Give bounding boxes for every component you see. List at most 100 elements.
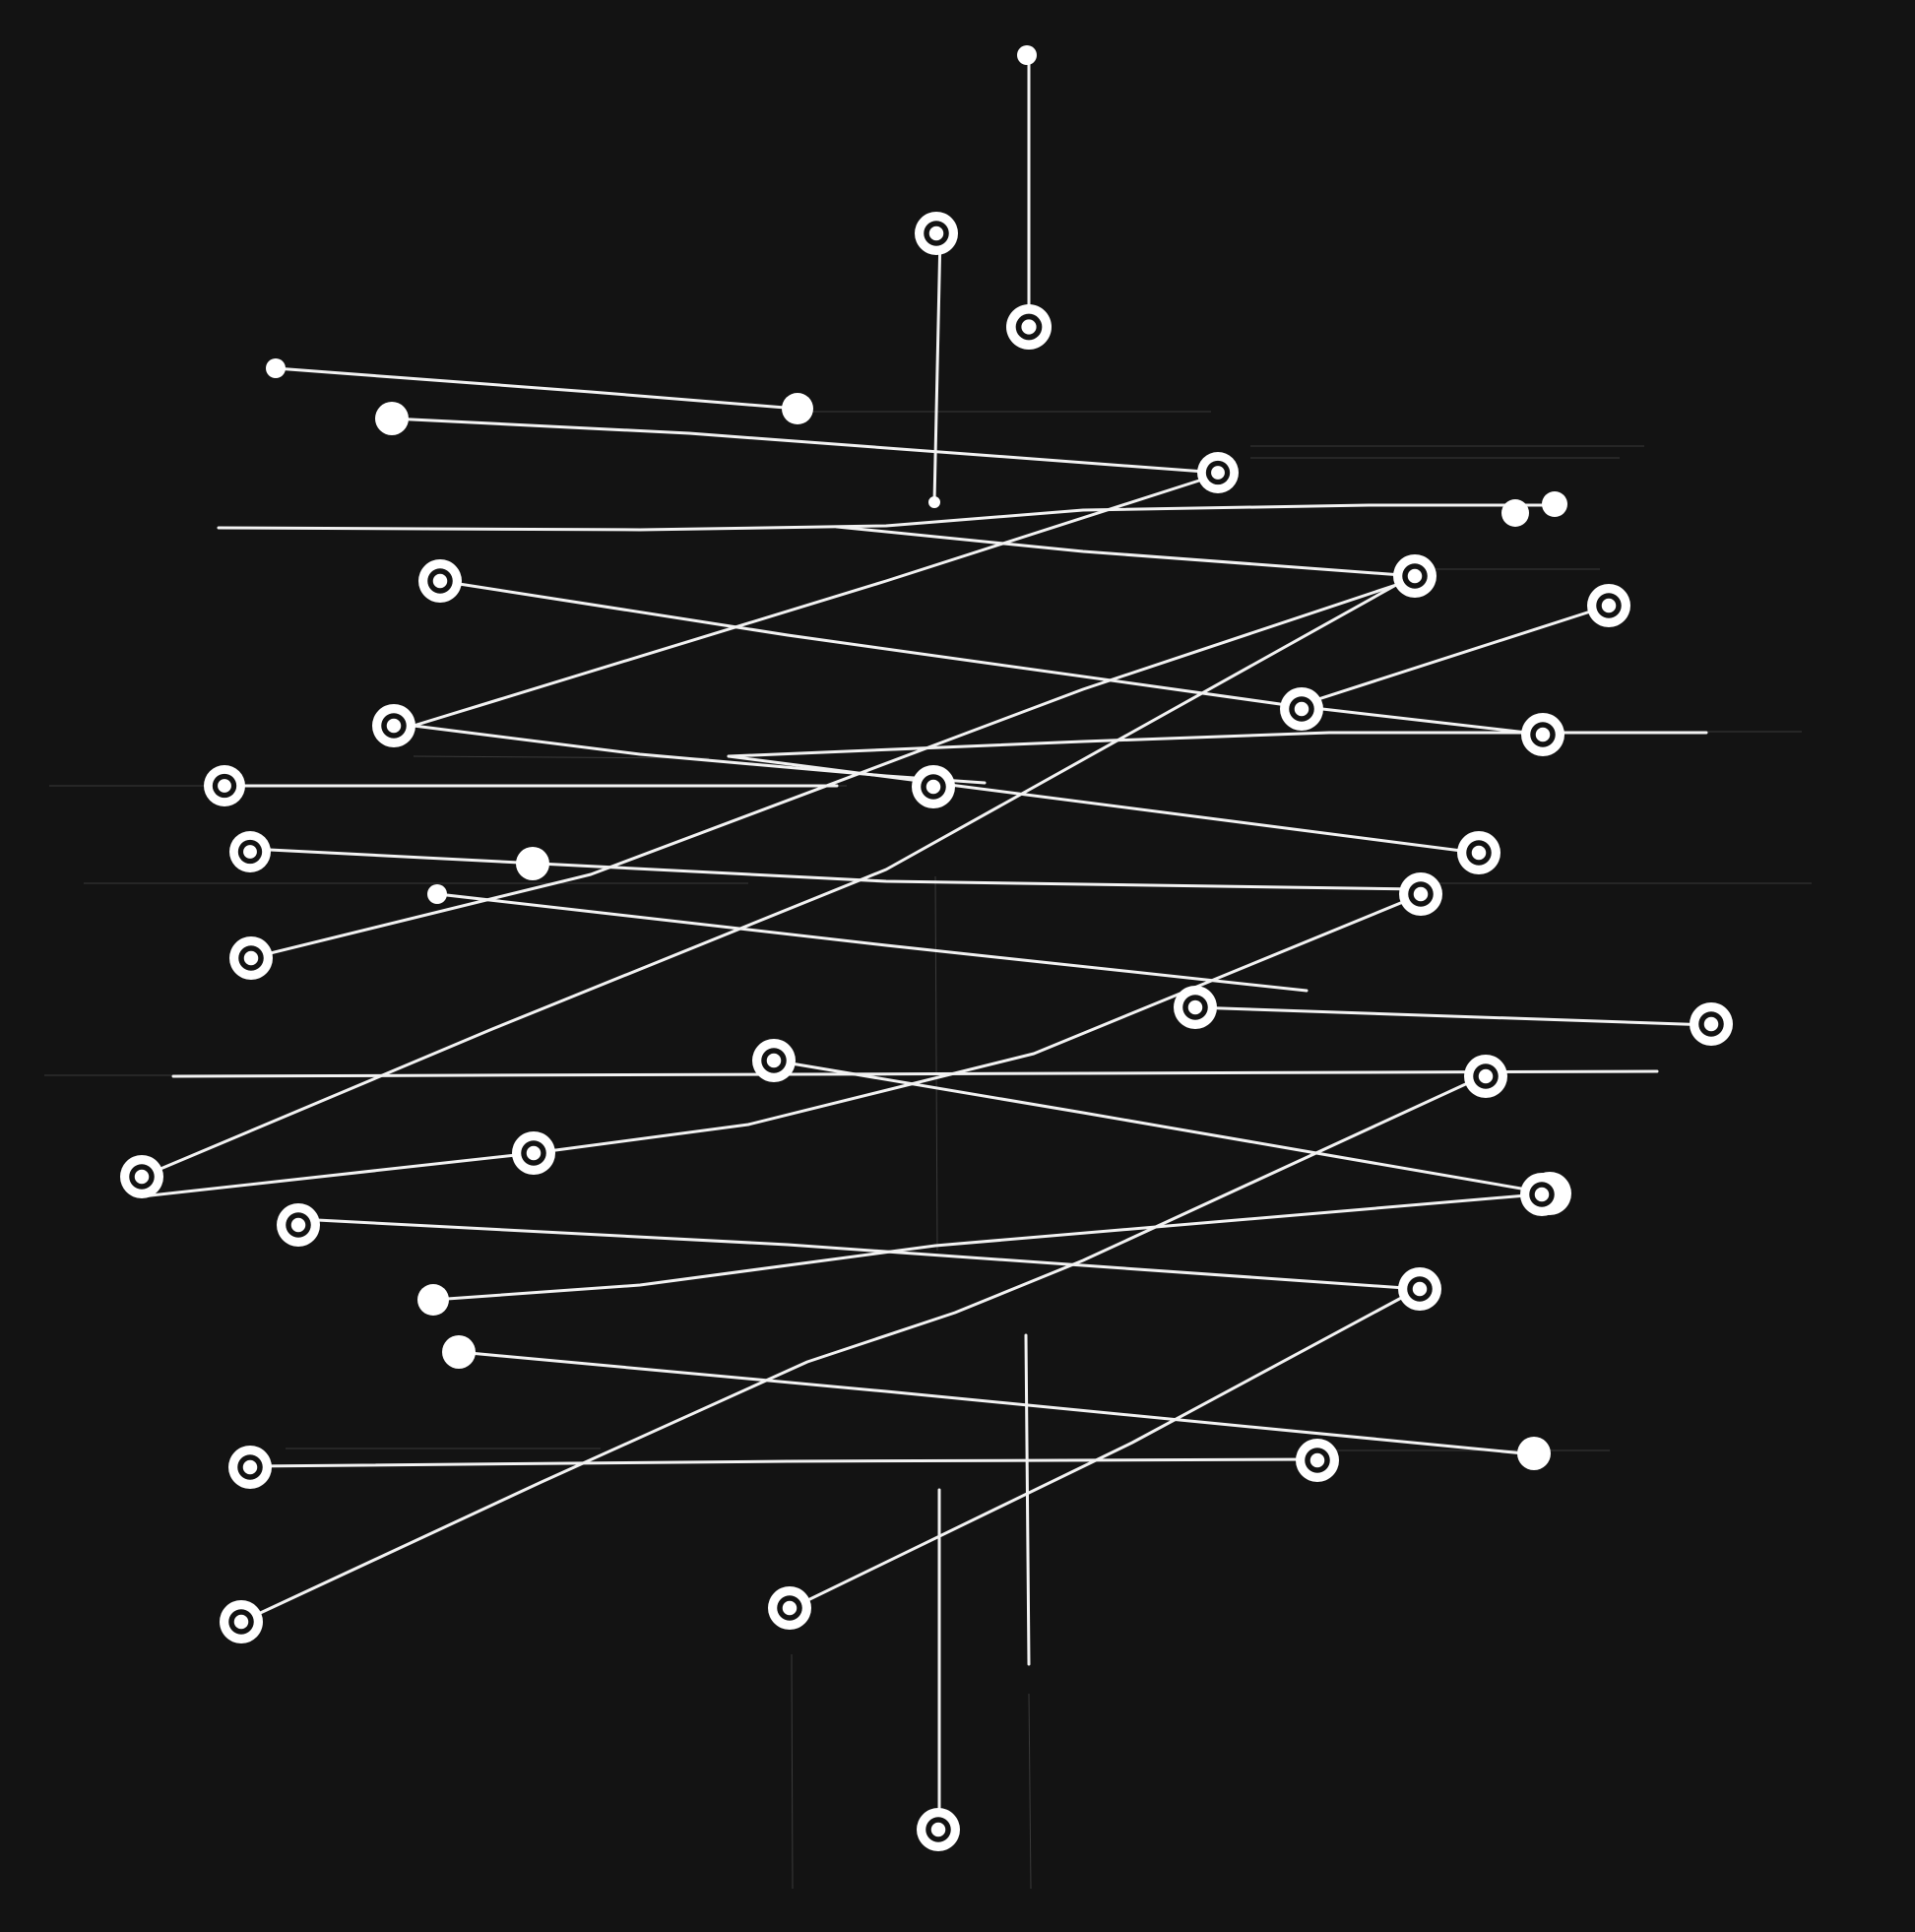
ring-node — [229, 936, 273, 980]
solid-node — [375, 402, 409, 435]
faint-hairline — [1028, 1693, 1032, 1890]
ring-node-core — [766, 1053, 782, 1068]
ring-node — [204, 765, 245, 806]
connector-line — [727, 731, 1708, 758]
connector-line — [932, 232, 942, 504]
ring-node-core — [1471, 845, 1487, 861]
ring-node-core — [1413, 886, 1429, 902]
ring-node — [120, 1155, 163, 1198]
ring-node — [917, 1808, 960, 1851]
ring-node — [229, 831, 271, 872]
connector-line — [835, 525, 1417, 578]
ring-node-core — [218, 779, 231, 793]
ring-node-core — [928, 225, 944, 241]
connector-line — [296, 1217, 1421, 1291]
ring-node-core — [1309, 1452, 1325, 1468]
ring-node-core — [1412, 1281, 1428, 1297]
faint-hairline — [413, 755, 710, 759]
ring-node-core — [1535, 727, 1551, 742]
faint-hairline — [791, 1653, 794, 1890]
connector-line — [248, 847, 1423, 891]
ring-node — [1690, 1002, 1733, 1046]
connector-lines-group — [140, 53, 1713, 1832]
connector-line — [772, 1059, 1552, 1195]
faint-hairline — [934, 875, 938, 1252]
solid-node — [1501, 499, 1529, 527]
ring-node-core — [233, 1614, 249, 1630]
ring-node — [220, 1600, 263, 1643]
ring-node-core — [926, 779, 941, 795]
ring-node-core — [1187, 999, 1203, 1015]
ring-node — [418, 559, 462, 603]
connector-line — [217, 503, 1556, 532]
ring-node-core — [526, 1145, 542, 1161]
connector-line — [390, 417, 1220, 475]
connector-line — [431, 1191, 1552, 1302]
solid-node — [417, 1284, 449, 1316]
connector-line — [248, 583, 1398, 960]
connector-line — [1191, 1005, 1713, 1027]
connector-line — [438, 579, 1546, 737]
solid-node — [427, 884, 447, 904]
connector-line — [788, 1287, 1420, 1611]
ring-node — [1521, 713, 1564, 756]
ring-node-core — [432, 573, 448, 589]
ring-node — [1197, 452, 1239, 493]
connector-line — [239, 1073, 1487, 1624]
ring-node — [1174, 986, 1217, 1029]
ring-node — [1393, 554, 1436, 598]
ring-node-core — [930, 1822, 946, 1837]
solid-node — [266, 358, 286, 378]
ring-node-core — [134, 1169, 150, 1185]
connector-line — [1286, 604, 1611, 711]
ring-node-core — [243, 950, 259, 966]
ring-node — [1296, 1439, 1339, 1482]
ring-node-core — [242, 1459, 258, 1475]
connector-line — [436, 892, 1309, 993]
ring-node — [512, 1131, 555, 1175]
nodes-group — [120, 45, 1733, 1851]
connector-line — [1024, 1333, 1031, 1666]
connector-line — [727, 754, 1479, 855]
solid-node — [1517, 1437, 1551, 1470]
ring-node-core — [1478, 1068, 1494, 1084]
solid-node — [442, 1335, 476, 1369]
ring-node-core — [386, 718, 402, 734]
ring-node — [1464, 1055, 1507, 1098]
solid-node — [516, 847, 549, 880]
ring-node — [1457, 831, 1500, 874]
ring-node-core — [1021, 319, 1037, 335]
connector-line — [412, 479, 1201, 728]
ring-node — [1398, 1267, 1441, 1311]
ring-node-core — [1601, 598, 1617, 613]
ring-node — [1006, 304, 1052, 350]
ring-node — [1587, 584, 1630, 627]
solid-node — [928, 496, 940, 508]
ring-node — [277, 1203, 320, 1247]
connector-line — [274, 366, 799, 411]
ring-node-core — [1211, 466, 1225, 480]
ring-node-core — [290, 1217, 306, 1233]
ring-node-core — [243, 845, 257, 859]
ring-node — [768, 1586, 811, 1630]
solid-node — [782, 393, 813, 424]
ring-node — [228, 1446, 272, 1489]
ring-node — [752, 1039, 796, 1082]
ring-node — [1520, 1173, 1564, 1216]
ring-node — [912, 765, 955, 808]
solid-node — [1542, 491, 1567, 517]
ring-node-core — [1534, 1187, 1550, 1202]
solid-node — [1017, 45, 1037, 65]
connector-line — [140, 583, 1398, 1179]
ring-node-core — [1407, 568, 1423, 584]
connector-line — [248, 1457, 1318, 1468]
ring-node — [915, 212, 958, 255]
connector-line — [140, 893, 1422, 1198]
connector-line — [457, 1350, 1536, 1456]
ring-node-core — [1294, 701, 1309, 717]
ring-node — [1280, 687, 1323, 731]
ring-node — [372, 704, 415, 747]
